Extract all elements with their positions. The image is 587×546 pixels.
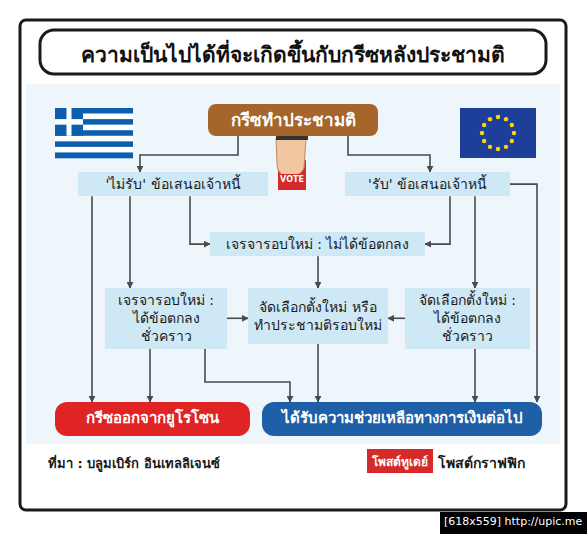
flag-star	[510, 139, 514, 143]
flag-stripe	[55, 141, 133, 147]
node-text: 'รับ' ข้อเสนอเจ้าหนี้	[368, 175, 487, 193]
node-text: จัดเลือกตั้งใหม่ : ได้ข้อตกลงชั่วคราว	[411, 291, 524, 346]
greek-flag	[55, 108, 133, 158]
flow-arrow	[205, 349, 290, 402]
ballot-text: VOTE	[278, 175, 306, 184]
node-text: 'ไม่รับ' ข้อเสนอเจ้าหนี้	[105, 175, 240, 193]
node-text: จัดเลือกตั้งใหม่ หรือ ทำประชามติรอบใหม่	[254, 298, 382, 334]
title-frame	[40, 30, 546, 74]
node-text: เจรจารอบใหม่ : ได้ข้อตกลงชั่วคราว	[111, 291, 221, 346]
flow-arrow	[348, 136, 430, 172]
source-note: ที่มา : บลูมเบิร์ก อินเทลลิเจนซ์	[48, 453, 220, 474]
flag-star	[496, 147, 500, 151]
sleeve-cuff	[276, 136, 308, 140]
flag-star	[488, 145, 492, 149]
flag-star	[488, 117, 492, 121]
process-box: 'รับ' ข้อเสนอเจ้าหนี้	[345, 172, 510, 196]
process-box: เจรจารอบใหม่ : ไม่ได้ข้อตกลง	[210, 232, 425, 256]
flag-cross	[55, 119, 83, 125]
node-text: กรีซออกจากยูโรโซน	[86, 409, 219, 429]
flow-arrow	[91, 196, 93, 402]
flag-star	[504, 117, 508, 121]
logo-badge	[367, 449, 433, 473]
eu-flag	[460, 108, 536, 158]
outer-frame	[20, 20, 566, 510]
flag-star	[480, 131, 484, 135]
hand-shape	[276, 138, 306, 176]
flow-arrow	[129, 196, 131, 288]
flag-stripe	[55, 152, 133, 158]
flow-arrow	[317, 256, 319, 288]
watermark-bar	[440, 512, 587, 534]
node-text: ได้รับความช่วยเหลือทางการเงินต่อไป	[282, 409, 523, 429]
brand-text: โพสต์กราฟฟิก	[438, 452, 525, 474]
outcome-box: กรีซออกจากยูโรโซน	[55, 402, 250, 436]
flag-star	[482, 123, 486, 127]
watermark: [618x559] http://upic.me	[444, 515, 582, 528]
flow-arrow	[474, 196, 476, 288]
flow-arrow	[474, 349, 476, 402]
process-box: จัดเลือกตั้งใหม่ หรือ ทำประชามติรอบใหม่	[248, 288, 388, 344]
flow-arrow	[140, 136, 238, 172]
node-text: กรีซทำประชามติ	[231, 109, 356, 131]
flag-stripe	[55, 147, 133, 153]
flag-star	[482, 139, 486, 143]
eu-flag-field	[460, 108, 536, 158]
start-box: กรีซทำประชามติ	[208, 104, 378, 136]
flag-star	[496, 115, 500, 119]
flow-arrow	[317, 344, 319, 402]
flag-canton	[55, 108, 83, 136]
flow-arrow	[190, 196, 210, 244]
hand-ballot	[276, 136, 308, 190]
flag-star	[510, 123, 514, 127]
flag-star	[512, 131, 516, 135]
panel-ground	[26, 84, 560, 444]
flow-arrow	[425, 196, 450, 244]
flow-arrow	[388, 317, 405, 319]
node-text: เจรจารอบใหม่ : ไม่ได้ข้อตกลง	[226, 235, 410, 253]
flag-star	[504, 145, 508, 149]
title: ความเป็นไปได้ที่จะเกิดขึ้นกับกรีซหลังประ…	[40, 38, 546, 71]
process-box: เจรจารอบใหม่ : ได้ข้อตกลงชั่วคราว	[105, 288, 227, 349]
flow-arrow	[149, 349, 151, 402]
flag-stripe	[55, 136, 133, 142]
process-box: จัดเลือกตั้งใหม่ : ได้ข้อตกลงชั่วคราว	[405, 288, 530, 349]
flow-arrow	[227, 317, 248, 319]
outcome-box: ได้รับความช่วยเหลือทางการเงินต่อไป	[262, 402, 542, 436]
process-box: 'ไม่รับ' ข้อเสนอเจ้าหนี้	[78, 172, 268, 196]
logo-text: โพสต์ทูเดย์	[367, 452, 433, 471]
flag-stripe	[55, 119, 133, 125]
